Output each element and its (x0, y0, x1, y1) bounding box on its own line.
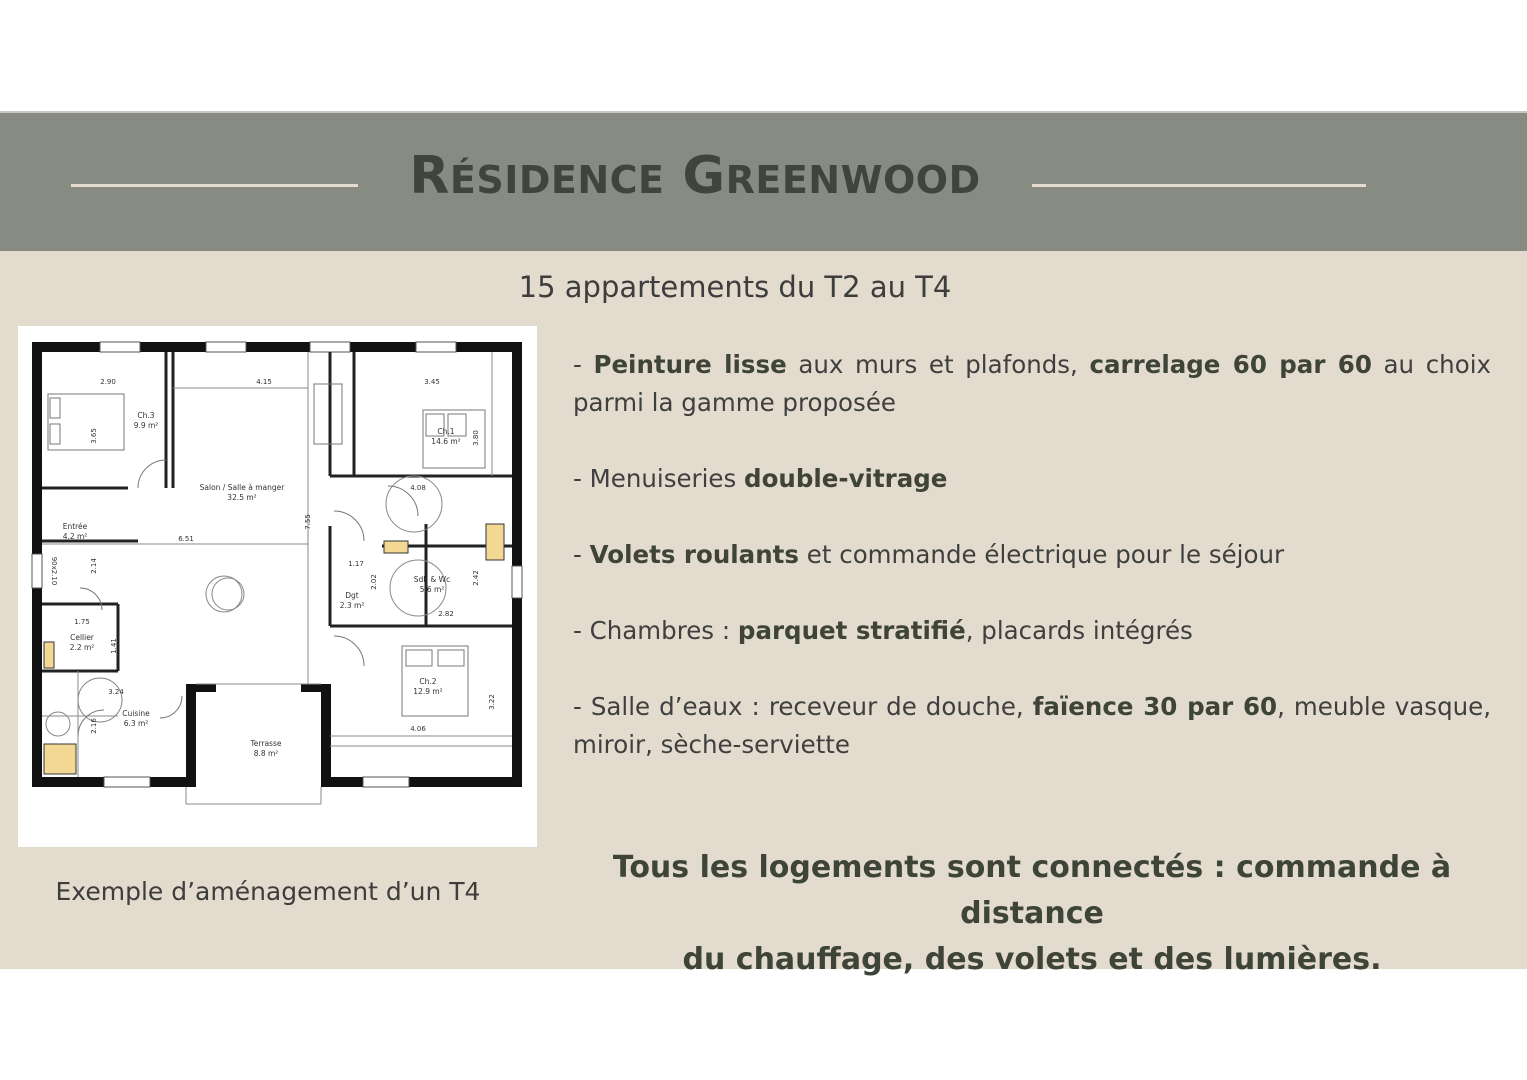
dim-label: 2.16 (90, 718, 98, 734)
room-salon-name: Salon / Salle à manger (200, 483, 286, 492)
dim-label: 3.80 (472, 430, 480, 446)
features-list: - Peinture lisse aux murs et plafonds, c… (573, 346, 1491, 802)
title-word-2: REENWOOD (725, 158, 981, 202)
room-ch2-name: Ch.2 (419, 677, 436, 686)
dim-label: 3.24 (108, 688, 124, 696)
feature-item: - Salle d’eaux : receveur de douche, faï… (573, 692, 1492, 759)
connected-homes-statement: Tous les logements sont connectés : comm… (570, 845, 1494, 983)
room-dgt-name: Dgt (345, 591, 359, 600)
dim-label: 7.55 (304, 514, 312, 530)
room-sdb-name: Sdb & Wc (414, 575, 450, 584)
room-sdb-area: 5.6 m² (420, 585, 445, 594)
feature-item: - Chambres : parquet stratifié, placards… (573, 616, 1193, 645)
statement-line-2: du chauffage, des volets et des lumières… (682, 942, 1382, 977)
dim-label: 3.22 (488, 694, 496, 710)
room-entree-name: Entrée (63, 522, 88, 531)
room-ch1-name: Ch.1 (437, 427, 454, 436)
room-ch3-area: 9.9 m² (134, 421, 159, 430)
room-ch2-area: 12.9 m² (413, 687, 442, 696)
floor-plan-drawing: Ch.3 9.9 m² Salon / Salle à manger 32.5 … (31, 341, 523, 805)
room-terrasse-area: 8.8 m² (254, 749, 279, 758)
header-rule-left (71, 184, 358, 187)
feature-item: - Peinture lisse aux murs et plafonds, c… (573, 350, 1491, 417)
dim-label: 1.75 (74, 618, 90, 626)
room-ch3-name: Ch.3 (137, 411, 154, 420)
room-dgt-area: 2.3 m² (340, 601, 365, 610)
dim-label: 1.41 (110, 638, 118, 654)
subtitle: 15 appartements du T2 au T4 (518, 270, 952, 304)
dim-label: 2.14 (90, 558, 98, 574)
dim-label: 4.06 (410, 725, 426, 733)
dim-label: 2.82 (438, 610, 454, 618)
dim-label: 4.15 (256, 378, 272, 386)
dim-label: 2.90 (100, 378, 116, 386)
room-terrasse-name: Terrasse (250, 739, 282, 748)
room-cellier-area: 2.2 m² (70, 643, 95, 652)
header-band (0, 111, 1527, 252)
dim-label: 3.65 (90, 428, 98, 444)
room-cellier-name: Cellier (70, 633, 95, 642)
page-title: RÉSIDENCE GREENWOOD (360, 146, 1030, 206)
feature-item: - Menuiseries double-vitrage (573, 464, 948, 493)
dim-label: 1.17 (348, 560, 364, 568)
room-ch1-area: 14.6 m² (431, 437, 460, 446)
dim-label: 2.02 (370, 574, 378, 590)
dim-label: 6.51 (178, 535, 194, 543)
dim-label: 3.45 (424, 378, 440, 386)
statement-line-1: Tous les logements sont connectés : comm… (612, 850, 1452, 931)
room-salon-area: 32.5 m² (227, 493, 256, 502)
room-entree-area: 4.2 m² (63, 532, 88, 541)
floor-plan-image: Ch.3 9.9 m² Salon / Salle à manger 32.5 … (18, 326, 537, 847)
dim-label: 4.08 (410, 484, 426, 492)
floor-plan-caption: Exemple d’aménagement d’un T4 (55, 877, 481, 906)
room-cuisine-area: 6.3 m² (124, 719, 149, 728)
title-initial-2: G (682, 146, 726, 206)
feature-item: - Volets roulants et commande électrique… (573, 540, 1285, 569)
room-cuisine-name: Cuisine (122, 709, 150, 718)
title-initial-1: R (409, 146, 450, 206)
title-word-1: ÉSIDENCE (449, 158, 665, 202)
dim-label: 90x2.10 (50, 557, 58, 586)
dim-label: 2.42 (472, 570, 480, 586)
header-rule-right (1032, 184, 1366, 187)
